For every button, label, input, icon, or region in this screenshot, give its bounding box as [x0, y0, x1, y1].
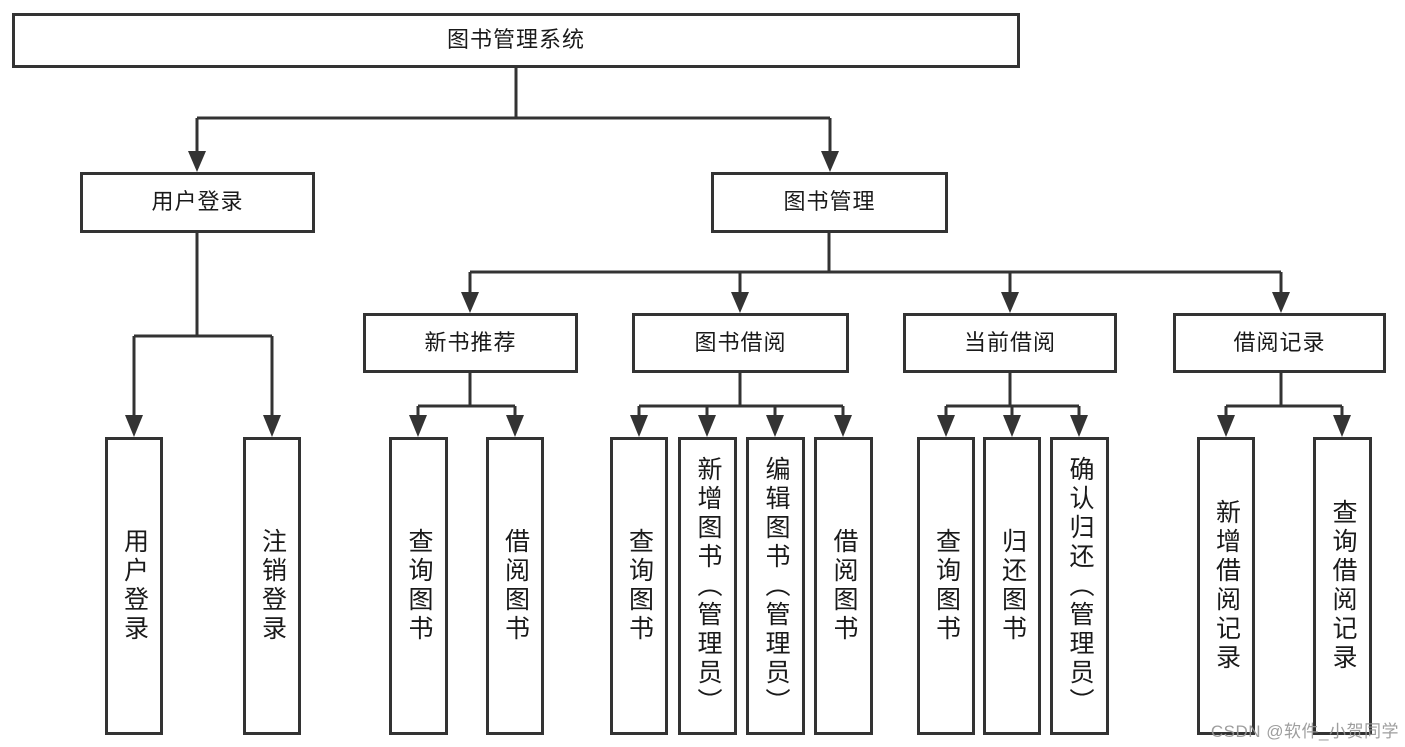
- node-user-login: 用户登录: [80, 172, 315, 233]
- leaf-borrow-books-borrowing: 借阅图书: [814, 437, 873, 735]
- leaf-borrow-books-recommend: 借阅图书: [486, 437, 544, 735]
- leaf-query-books-recommend: 查询图书: [389, 437, 448, 735]
- node-book-management: 图书管理: [711, 172, 948, 233]
- leaf-confirm-return-admin: 确认归还（管理员）: [1050, 437, 1109, 735]
- leaf-user-login: 用户登录: [105, 437, 163, 735]
- node-borrowing-records: 借阅记录: [1173, 313, 1386, 373]
- leaf-add-borrow-record: 新增借阅记录: [1197, 437, 1255, 735]
- node-new-book-recommend: 新书推荐: [363, 313, 578, 373]
- node-current-borrowing: 当前借阅: [903, 313, 1117, 373]
- leaf-logout: 注销登录: [243, 437, 301, 735]
- watermark: CSDN @软件_小贺同学: [1210, 722, 1399, 741]
- leaf-return-books: 归还图书: [983, 437, 1041, 735]
- leaf-query-books-borrowing: 查询图书: [610, 437, 668, 735]
- leaf-add-books-admin: 新增图书（管理员）: [678, 437, 737, 735]
- node-root: 图书管理系统: [12, 13, 1020, 68]
- leaf-edit-books-admin: 编辑图书（管理员）: [746, 437, 805, 735]
- leaf-query-borrow-record: 查询借阅记录: [1313, 437, 1372, 735]
- leaf-query-books-current: 查询图书: [917, 437, 975, 735]
- node-book-borrowing: 图书借阅: [632, 313, 849, 373]
